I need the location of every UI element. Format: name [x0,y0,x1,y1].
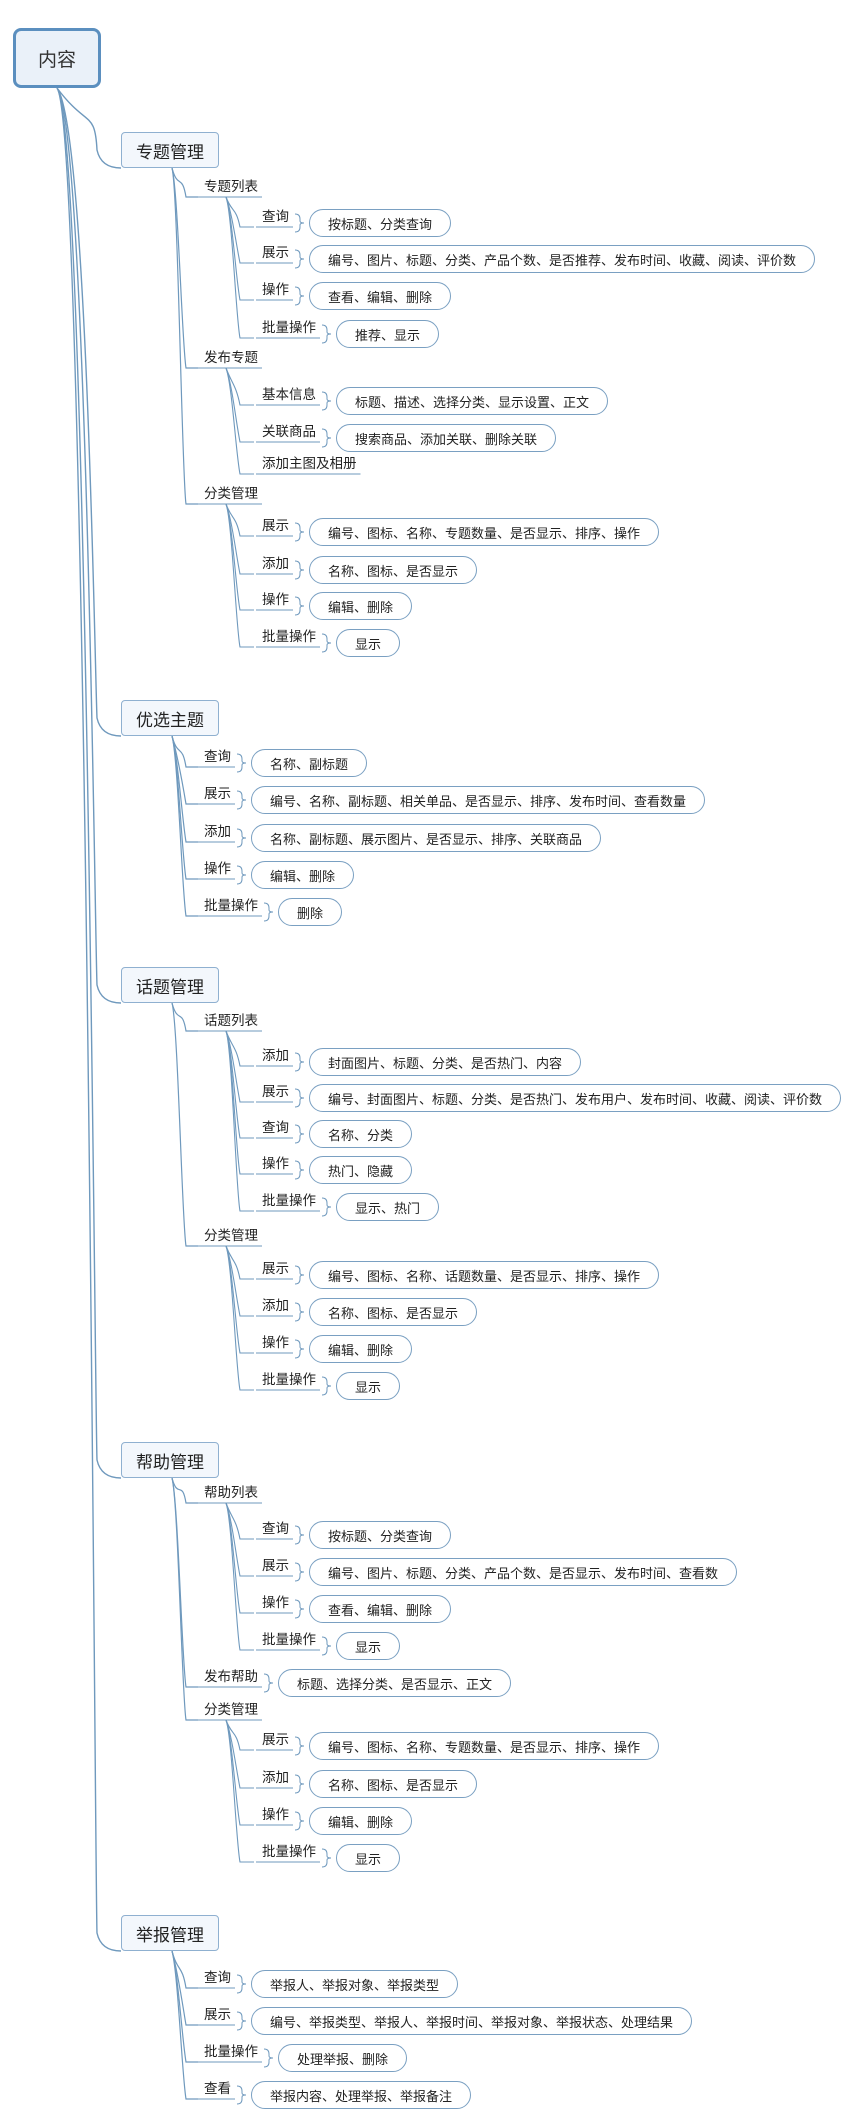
branch-label[interactable]: 查询 [204,1970,231,1986]
sub-branch-label[interactable]: 操作 [262,1335,289,1351]
root-node[interactable]: 内容 [13,28,101,88]
topic-node[interactable]: 专题管理 [121,132,219,168]
leaf-node: 编辑、删除 [309,1807,413,1835]
leaf-node: 查看、编辑、删除 [309,1595,452,1623]
leaf-node: 按标题、分类查询 [309,209,452,237]
topic-node[interactable]: 话题管理 [121,967,219,1003]
branch-label[interactable]: 展示 [204,2007,231,2023]
branch-label[interactable]: 分类管理 [204,1702,258,1718]
branch-label[interactable]: 发布专题 [204,350,258,366]
leaf-node: 标题、选择分类、是否显示、正文 [278,1669,512,1697]
leaf-node: 编号、图片、标题、分类、产品个数、是否推荐、发布时间、收藏、阅读、评价数 [309,245,816,273]
sub-branch-label[interactable]: 展示 [262,1084,289,1100]
leaf-node: 名称、图标、是否显示 [309,1298,478,1326]
sub-branch-label[interactable]: 操作 [262,1156,289,1172]
leaf-node: 举报内容、处理举报、举报备注 [251,2081,472,2109]
sub-branch-label[interactable]: 操作 [262,282,289,298]
branch-label[interactable]: 查看 [204,2081,231,2097]
sub-branch-label[interactable]: 添加 [262,556,289,572]
sub-branch-label[interactable]: 展示 [262,245,289,261]
branch-label[interactable]: 分类管理 [204,486,258,502]
leaf-node: 编辑、删除 [309,592,413,620]
branch-label[interactable]: 操作 [204,861,231,877]
sub-branch-label[interactable]: 基本信息 [262,387,316,403]
branch-label[interactable]: 专题列表 [204,179,258,195]
sub-branch-label[interactable]: 展示 [262,1558,289,1574]
leaf-node: 名称、副标题、展示图片、是否显示、排序、关联商品 [251,824,602,852]
sub-branch-label[interactable]: 批量操作 [262,1372,316,1388]
branch-label[interactable]: 话题列表 [204,1013,258,1029]
sub-branch-label[interactable]: 查询 [262,1120,289,1136]
sub-branch-label[interactable]: 查询 [262,1521,289,1537]
leaf-node: 按标题、分类查询 [309,1521,452,1549]
branch-label[interactable]: 添加 [204,824,231,840]
branch-label[interactable]: 批量操作 [204,2044,258,2060]
sub-branch-label[interactable]: 添加主图及相册 [262,456,357,472]
sub-branch-label[interactable]: 添加 [262,1770,289,1786]
leaf-node: 名称、分类 [309,1120,413,1148]
leaf-node: 编辑、删除 [309,1335,413,1363]
sub-branch-label[interactable]: 关联商品 [262,424,316,440]
sub-branch-label[interactable]: 操作 [262,1807,289,1823]
leaf-node: 举报人、举报对象、举报类型 [251,1970,459,1998]
branch-label[interactable]: 分类管理 [204,1228,258,1244]
sub-branch-label[interactable]: 批量操作 [262,320,316,336]
sub-branch-label[interactable]: 批量操作 [262,1632,316,1648]
leaf-node: 显示 [336,1844,401,1872]
sub-branch-label[interactable]: 查询 [262,209,289,225]
branch-label[interactable]: 帮助列表 [204,1485,258,1501]
leaf-node: 编辑、删除 [251,861,355,889]
leaf-node: 热门、隐藏 [309,1156,413,1184]
sub-branch-label[interactable]: 添加 [262,1298,289,1314]
topic-node[interactable]: 优选主题 [121,700,219,736]
leaf-node: 编号、举报类型、举报人、举报时间、举报对象、举报状态、处理结果 [251,2007,693,2035]
leaf-node: 显示 [336,1372,401,1400]
sub-branch-label[interactable]: 添加 [262,1048,289,1064]
leaf-node: 名称、图标、是否显示 [309,1770,478,1798]
sub-branch-label[interactable]: 展示 [262,1732,289,1748]
leaf-node: 删除 [278,898,343,926]
branch-label[interactable]: 批量操作 [204,898,258,914]
topic-node[interactable]: 举报管理 [121,1915,219,1951]
branch-label[interactable]: 发布帮助 [204,1669,258,1685]
sub-branch-label[interactable]: 批量操作 [262,1844,316,1860]
leaf-node: 显示 [336,629,401,657]
leaf-node: 查看、编辑、删除 [309,282,452,310]
branch-label[interactable]: 查询 [204,749,231,765]
sub-branch-label[interactable]: 批量操作 [262,1193,316,1209]
leaf-node: 封面图片、标题、分类、是否热门、内容 [309,1048,582,1076]
leaf-node: 标题、描述、选择分类、显示设置、正文 [336,387,609,415]
leaf-node: 搜索商品、添加关联、删除关联 [336,424,557,452]
leaf-node: 编号、封面图片、标题、分类、是否热门、发布用户、发布时间、收藏、阅读、评价数 [309,1084,842,1112]
sub-branch-label[interactable]: 操作 [262,1595,289,1611]
topic-node[interactable]: 帮助管理 [121,1442,219,1478]
leaf-node: 名称、图标、是否显示 [309,556,478,584]
leaf-node: 编号、图标、名称、专题数量、是否显示、排序、操作 [309,518,660,546]
leaf-node: 编号、图标、名称、话题数量、是否显示、排序、操作 [309,1261,660,1289]
leaf-node: 显示、热门 [336,1193,440,1221]
leaf-node: 编号、图片、标题、分类、产品个数、是否显示、发布时间、查看数 [309,1558,738,1586]
leaf-node: 编号、名称、副标题、相关单品、是否显示、排序、发布时间、查看数量 [251,786,706,814]
sub-branch-label[interactable]: 操作 [262,592,289,608]
sub-branch-label[interactable]: 展示 [262,518,289,534]
sub-branch-label[interactable]: 批量操作 [262,629,316,645]
leaf-node: 处理举报、删除 [278,2044,408,2072]
leaf-node: 编号、图标、名称、专题数量、是否显示、排序、操作 [309,1732,660,1760]
leaf-node: 显示 [336,1632,401,1660]
leaf-node: 推荐、显示 [336,320,440,348]
leaf-node: 名称、副标题 [251,749,368,777]
branch-label[interactable]: 展示 [204,786,231,802]
sub-branch-label[interactable]: 展示 [262,1261,289,1277]
